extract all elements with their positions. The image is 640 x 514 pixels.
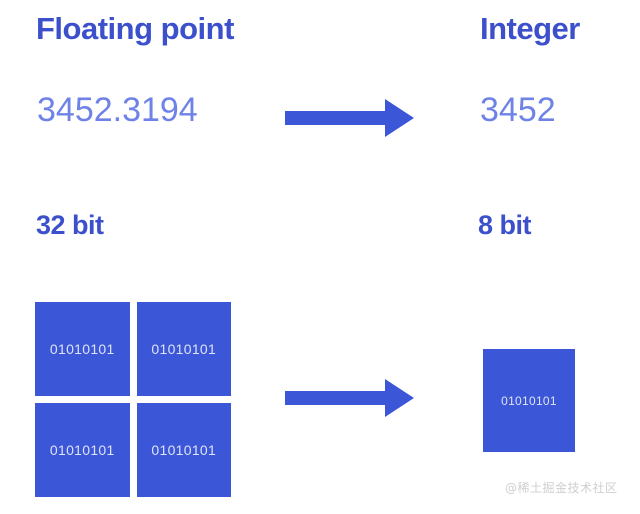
integer-value: 3452 xyxy=(480,91,556,129)
bit-block: 01010101 xyxy=(136,403,231,497)
floating-point-value: 3452.3194 xyxy=(37,91,198,129)
integer-heading: Integer xyxy=(480,11,580,46)
bit-block-label: 01010101 xyxy=(151,442,217,458)
bit-block-label: 01010101 xyxy=(49,442,115,458)
bit-block-label: 01010101 xyxy=(49,341,115,357)
bit-block-label: 01010101 xyxy=(151,341,217,357)
eight-bit-block: 01010101 xyxy=(483,349,575,452)
arrow-right-icon xyxy=(285,96,415,140)
arrow-right-glyph xyxy=(285,99,414,137)
bit-block: 01010101 xyxy=(136,302,231,396)
bit-block-label: 01010101 xyxy=(501,393,557,408)
watermark: @稀土掘金技术社区 xyxy=(505,481,618,495)
arrow-right-icon xyxy=(285,376,415,420)
floating-point-heading: Floating point xyxy=(36,11,234,46)
bit-block: 01010101 xyxy=(35,302,130,396)
eight-bit-heading: 8 bit xyxy=(478,210,532,240)
thirtytwo-bit-block-grid: 01010101 01010101 01010101 01010101 xyxy=(35,302,231,497)
arrow-right-glyph xyxy=(285,379,414,417)
bit-block: 01010101 xyxy=(35,403,130,497)
thirtytwo-bit-heading: 32 bit xyxy=(36,210,104,240)
